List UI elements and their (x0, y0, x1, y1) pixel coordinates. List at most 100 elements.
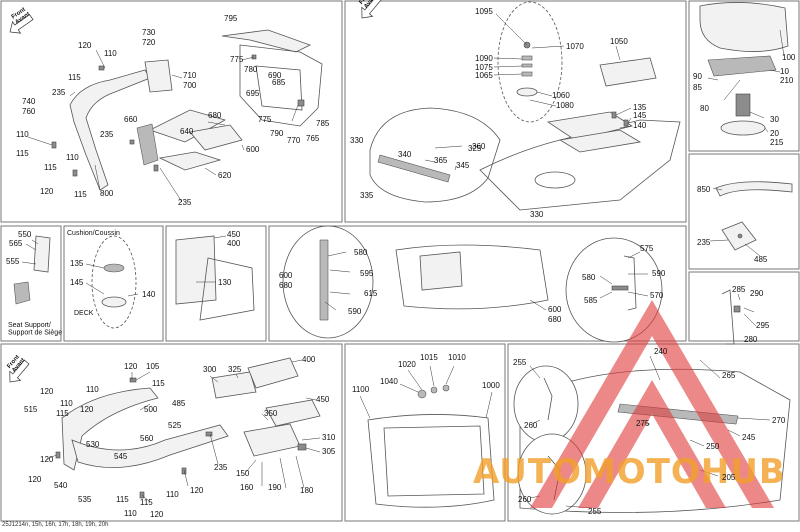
callout-p5-550: 550 (18, 230, 32, 239)
glovebox-door (395, 244, 549, 310)
callout-p1-775a: 775 (230, 55, 244, 64)
callout-p1-120: 120 (78, 41, 92, 50)
callout-p1-740: 740 (22, 97, 36, 106)
front-arrow-2: FrontAvant (358, 0, 382, 19)
callout-p10-485: 485 (172, 399, 186, 408)
callout-p13-205: 205 (722, 473, 736, 482)
callout-p1-785: 785 (316, 119, 330, 128)
callout-p2-360: 360 (472, 142, 486, 151)
callout-p10-545: 545 (114, 452, 128, 461)
callout-p10-115c: 115 (116, 495, 129, 504)
callout-p1-770: 770 (287, 136, 301, 145)
callout-p13-275: 275 (636, 419, 650, 428)
callout-p2-345: 345 (456, 161, 470, 170)
callout-p8-575: 575 (640, 244, 654, 253)
callout-p10-105: 105 (146, 362, 160, 371)
callout-p10-120a: 120 (124, 362, 138, 371)
bracket-rail (377, 154, 451, 183)
gunwale-cap (144, 59, 173, 93)
leaders-7 (196, 235, 227, 283)
callout-p1-640: 640 (180, 127, 194, 136)
callout-p1-765: 765 (306, 134, 320, 143)
callout-p13-240: 240 (654, 347, 668, 356)
panel-side-console: FrontAvant (9, 7, 323, 203)
latch-rod (623, 255, 637, 311)
callout-p8-570: 570 (650, 291, 664, 300)
callout-p5-555: 555 (6, 257, 20, 266)
callout-p12-1100: 1100 (352, 385, 370, 394)
callout-p9-280: 280 (744, 335, 758, 344)
callout-p11-325: 325 (228, 365, 242, 374)
callout-p8-580b: 580 (582, 273, 596, 282)
callout-p10-560: 560 (140, 434, 154, 443)
callout-p11-310: 310 (322, 433, 336, 442)
callout-p10-115b: 115 (56, 409, 69, 418)
callout-p1-110b: 110 (16, 130, 29, 139)
panel-cooler-seat (209, 357, 321, 489)
callout-p1-730: 730 (142, 28, 156, 37)
callout-p1-115b: 115 (16, 149, 29, 158)
callout-p11-350: 350 (264, 409, 278, 418)
callout-p9-285: 285 (732, 285, 746, 294)
callout-p6-135: 135 (70, 259, 84, 268)
leaders-3 (707, 29, 785, 133)
front-arrow-1: FrontAvant (9, 7, 34, 34)
callout-p13-250: 250 (706, 442, 720, 451)
callout-p5-565: 565 (9, 239, 23, 248)
knob-1 (417, 389, 427, 399)
callout-p9-295: 295 (756, 321, 770, 330)
aft-deck-outline (519, 368, 791, 513)
callout-p1-685: 685 (272, 78, 286, 87)
callout-p10-540: 540 (54, 481, 68, 490)
callout-p11-190: 190 (268, 483, 282, 492)
callout-p2-1065: 1065 (475, 71, 493, 80)
callout-p3-100: 100 (782, 53, 796, 62)
callout-p2-330a: 330 (350, 136, 364, 145)
callout-p1-115c: 115 (44, 163, 57, 172)
cooler-seat-base (243, 423, 301, 457)
cushion-label: Cushion/Coussin (67, 230, 120, 237)
callout-p8-600a: 600 (279, 271, 293, 280)
callout-p9-290: 290 (750, 289, 764, 298)
seat-support-bracket (33, 235, 51, 273)
callout-p13-270: 270 (772, 416, 786, 425)
panel-seat-support (13, 235, 51, 305)
callout-p8-590b: 590 (652, 269, 666, 278)
callout-p1-795: 795 (224, 14, 238, 23)
callout-p1-690: 690 (268, 71, 282, 80)
callout-p2-325: 325 (468, 144, 482, 153)
callout-p1-115a: 115 (68, 73, 81, 82)
callout-p2-1095: 1095 (475, 7, 493, 16)
callout-p1-235b: 235 (100, 130, 114, 139)
callout-p11-400: 400 (302, 355, 316, 364)
callout-p11-160: 160 (240, 483, 254, 492)
seat-cushion (699, 2, 789, 52)
callout-p8-680b: 680 (548, 315, 562, 324)
panel-aft-gunwale: FrontAvant (6, 354, 229, 503)
cushion-detail-circle (91, 235, 137, 329)
pylon-detail-circle-1 (513, 365, 579, 443)
callout-p1-110c: 110 (66, 153, 79, 162)
callout-p2-1050: 1050 (610, 37, 628, 46)
leaders-4 (709, 187, 761, 257)
callout-p10-115d: 115 (140, 498, 153, 507)
callout-p2-1075: 1075 (475, 63, 493, 72)
callout-p2-1090: 1090 (475, 54, 493, 63)
callout-p7-130: 130 (218, 278, 232, 287)
callout-p1-620: 620 (218, 171, 232, 180)
callout-p13-255a: 255 (513, 358, 527, 367)
callout-p3-80: 80 (700, 104, 709, 113)
callout-p12-1015: 1015 (420, 353, 438, 362)
watermark-text: AUTOMOTOHUB (473, 452, 786, 492)
callout-p1-760: 760 (22, 107, 36, 116)
callout-p8-585: 585 (584, 296, 598, 305)
console-door-frame (367, 414, 495, 508)
detail-circle-pedestal (497, 1, 563, 123)
callout-p8-595: 595 (360, 269, 374, 278)
callout-p3-90: 90 (693, 72, 702, 81)
cushion-base (101, 296, 127, 308)
deck-label: DECK (74, 310, 94, 317)
storage-lid (221, 29, 312, 53)
callout-p10-120g: 120 (150, 510, 164, 519)
